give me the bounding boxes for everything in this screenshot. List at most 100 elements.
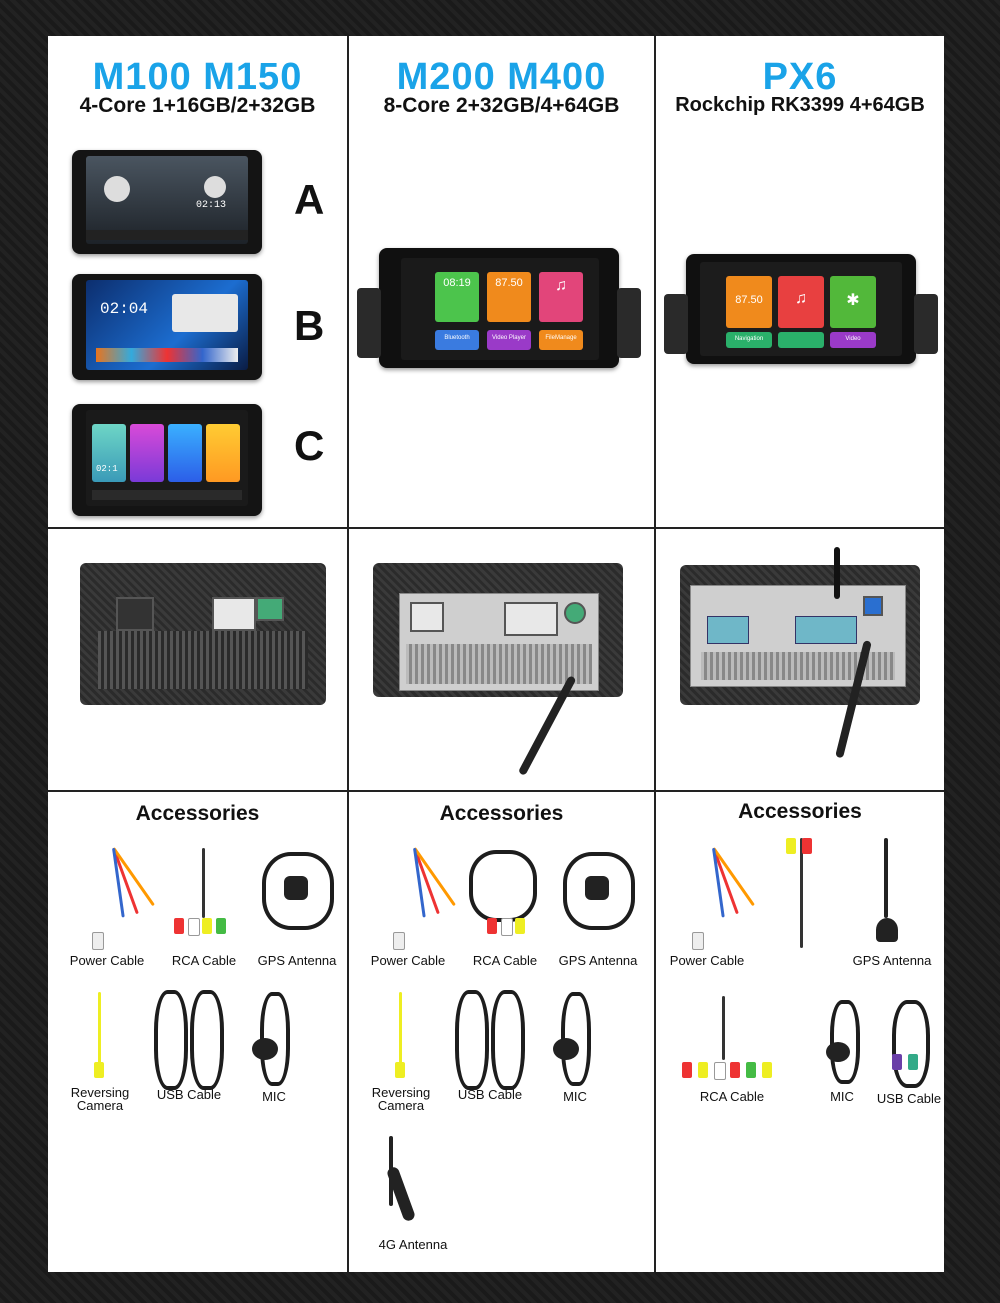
bluetooth-tile: ✱ [830,276,876,328]
mount-bracket [357,288,381,358]
screen: 02:1 [86,410,248,506]
connector [504,602,558,636]
mount-bracket [617,288,641,358]
item-label: RCA Cable [699,1089,765,1104]
column-divider [347,36,349,1272]
clock-tile [92,424,126,482]
gps-antenna-item: GPS Antenna [553,842,643,968]
head-unit-variant-b: 02:04 [72,274,262,380]
clock-tile: 08:19 [435,272,479,322]
item-label: Power Cable [69,953,145,968]
item-label: USB Cable [876,1091,942,1106]
screen: 08:19 87.50 ♫ Bluetooth Video Player Fil… [401,258,599,360]
gps-antenna-icon [876,918,898,942]
connector [707,616,749,644]
column-divider [654,36,656,1272]
variant-label: A [294,176,325,223]
video-player-button[interactable]: Video Player [487,330,531,350]
head-unit-variant-a: 02:13 [72,150,262,254]
accessories-px6: Accessories Power Cable GPS Antenna [656,792,944,1272]
dial-icon [204,176,226,198]
item-label: RCA Cable [171,953,237,968]
navigation-button[interactable]: Navigation [726,332,772,348]
wifi-antenna [834,547,840,599]
mic-icon [252,1038,278,1060]
rca-cable-item: RCA Cable [662,992,802,1112]
music-widget [172,294,238,332]
mic-item: MIC [535,982,615,1112]
reversing-camera-item: Reversing Camera [62,982,138,1112]
file-manager-button[interactable]: FileManage [539,330,583,350]
reversing-camera-item: Reversing Camera [363,982,439,1112]
connector [116,597,154,631]
clock: 02:1 [96,464,118,474]
power-cable-item: Power Cable [662,842,755,968]
usb-cable-icon [455,990,489,1090]
item-label: Power Cable [370,953,446,968]
navigation-tile [168,424,202,482]
4g-antenna-item: 4G Antenna [363,1126,463,1256]
reversing-camera-icon [399,992,402,1066]
screen: 02:04 [86,280,248,370]
app-dock [92,490,242,500]
video-button[interactable]: Video [830,332,876,348]
antenna-port [564,602,586,624]
gps-antenna-icon [262,852,334,930]
rear-panel [80,563,326,705]
app-icons-row [96,348,238,362]
item-label: MIC [262,1089,286,1104]
model-cell-m200: M200 M400 8-Core 2+32GB/4+64GB 08:19 87.… [349,36,654,527]
usb-cable-item: USB Cable [876,992,942,1116]
connector [410,602,444,632]
accessories-heading: Accessories [439,802,564,825]
rear-panel [680,565,920,705]
item-label: USB Cable [156,1087,222,1102]
rear-panel [373,563,623,697]
video-tile [206,424,240,482]
usb-cable-item: USB Cable [447,982,533,1112]
gps-antenna-icon [563,852,635,930]
reversing-camera-icon [98,992,101,1066]
rca-cable-icon [682,1062,692,1078]
clock: 02:13 [196,200,227,211]
item-label: GPS Antenna [257,953,337,968]
mount-bracket [914,294,938,354]
music-tile: ♫ [539,272,583,322]
mic-item: MIC [812,992,872,1112]
screen: 87.50 ♫ ✱ Navigation Video [700,262,902,356]
usb-cable-item: USB Cable [146,982,232,1112]
connector [212,597,256,631]
rear-view-m100 [48,529,347,790]
variant-label: C [294,422,325,469]
antenna-port [256,597,284,621]
item-label: MIC [830,1089,854,1104]
gps-antenna-item: GPS Antenna [844,832,940,968]
item-label: Power Cable [669,953,745,968]
harness-cable-icon [800,838,803,948]
model-spec: 4-Core 1+16GB/2+32GB [79,94,316,117]
speedometer-icon [104,176,130,202]
model-title: M100 M150 [92,56,303,98]
power-cable-item: Power Cable [62,842,155,968]
rear-view-px6 [656,529,944,790]
model-title: PX6 [762,56,838,98]
mic-icon [826,1042,850,1062]
usb-cable-icon [154,990,188,1090]
item-label: 4G Antenna [378,1237,448,1252]
item-label: Reversing Camera [70,1085,130,1113]
radio-tile: 87.50 [726,276,772,328]
clock: 02:04 [100,300,149,318]
heatsink-grille [98,631,308,689]
music-tile: ♫ [778,276,824,328]
bluetooth-button[interactable]: Bluetooth [435,330,479,350]
metal-chassis [399,593,599,691]
product-comparison-sheet: M100 M150 4-Core 1+16GB/2+32GB 02:13 A 0… [48,36,944,1272]
app-button[interactable] [778,332,824,348]
model-spec: Rockchip RK3399 4+64GB [675,94,925,116]
antenna-port [863,596,883,616]
item-label: Reversing Camera [371,1085,431,1113]
gps-antenna-item: GPS Antenna [252,842,342,968]
item-label: GPS Antenna [852,953,932,968]
rca-cable-item: RCA Cable [457,842,553,968]
rear-view-m200 [349,529,654,790]
